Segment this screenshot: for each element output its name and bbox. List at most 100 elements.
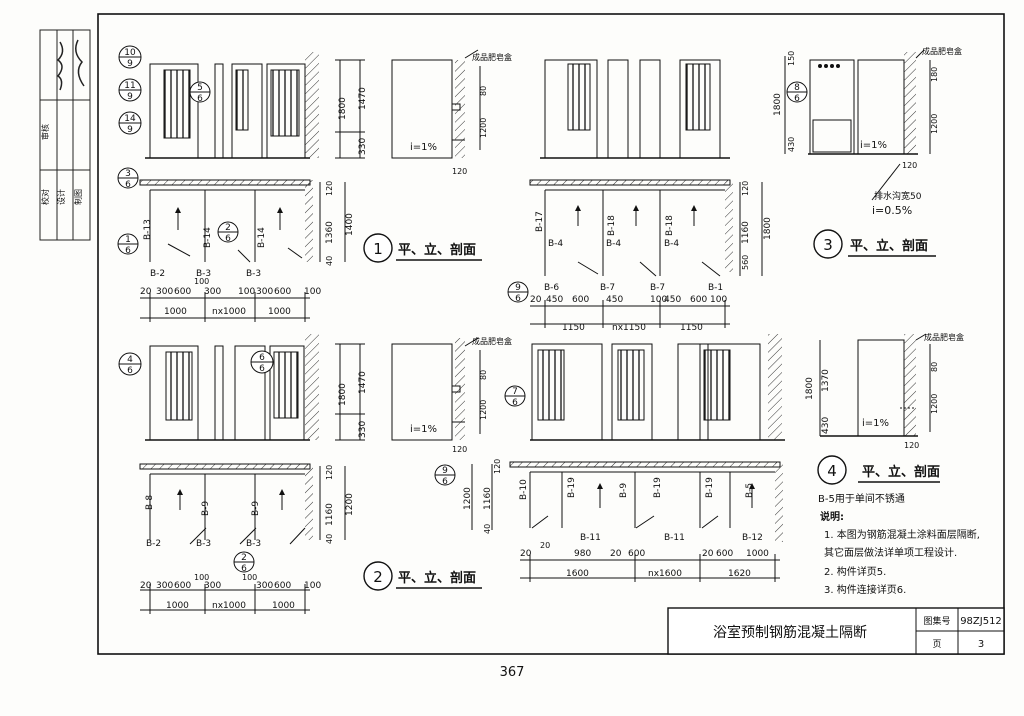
svg-text:6: 6 (442, 477, 448, 487)
part-label: B-14 (257, 227, 267, 248)
svg-text:1800: 1800 (805, 377, 815, 400)
callout-4-6: 4 6 (118, 352, 142, 376)
soap-box-label-2: 成品肥皂盒 (472, 336, 512, 346)
svg-text:1800: 1800 (338, 97, 348, 120)
svg-text:nx1600: nx1600 (648, 569, 682, 579)
atlas-number: 98ZJ512 (960, 616, 1002, 627)
svg-text:180: 180 (930, 67, 939, 82)
svg-text:4: 4 (827, 462, 837, 480)
svg-text:40: 40 (325, 534, 334, 544)
callout-9-6: 9 6 (507, 281, 529, 304)
svg-text:11: 11 (124, 81, 135, 91)
notes-ref: B-5用于单间不锈通 (818, 492, 905, 505)
svg-text:8: 8 (794, 83, 800, 93)
svg-text:1620: 1620 (728, 569, 751, 579)
svg-text:2: 2 (373, 568, 383, 586)
svg-text:330: 330 (358, 138, 368, 155)
svg-text:3: 3 (125, 169, 131, 179)
floor-slope-3: i=1% (860, 140, 887, 151)
notes-heading: 说明: (820, 510, 844, 523)
part-label: B-10 (519, 479, 529, 500)
svg-text:9: 9 (515, 283, 521, 293)
svg-text:9: 9 (127, 125, 133, 135)
part-label: B-18 (607, 215, 617, 236)
svg-text:120: 120 (452, 445, 467, 454)
svg-text:排水沟宽50: 排水沟宽50 (874, 190, 922, 202)
svg-text:1370: 1370 (821, 369, 831, 392)
part-label: B-11 (580, 533, 601, 543)
svg-text:40: 40 (483, 524, 492, 534)
page-number-box: 3 (978, 639, 984, 650)
elevation-3 (540, 59, 730, 159)
svg-text:20: 20 (140, 287, 152, 297)
svg-text:20: 20 (530, 295, 542, 305)
svg-text:100: 100 (304, 287, 321, 297)
svg-text:120: 120 (493, 459, 502, 474)
svg-text:1800: 1800 (338, 383, 348, 406)
svg-text:600: 600 (628, 549, 645, 559)
svg-text:300: 300 (156, 287, 173, 297)
svg-text:1200: 1200 (345, 493, 355, 516)
svg-text:1360: 1360 (325, 221, 335, 244)
elevation-1 (145, 52, 319, 159)
part-label: B-8 (145, 495, 155, 510)
elevation-2 (145, 334, 319, 441)
drain-note: 排水沟宽50 i=0.5% (871, 163, 922, 217)
svg-text:600: 600 (716, 549, 733, 559)
svg-text:150: 150 (787, 51, 796, 66)
svg-text:1470: 1470 (358, 371, 368, 394)
svg-text:1470: 1470 (358, 87, 368, 110)
dims-section-1: 80 1200 120 (452, 66, 488, 176)
callout-10-9: 10 9 (118, 45, 142, 69)
svg-text:6: 6 (259, 353, 265, 363)
svg-text:600: 600 (572, 295, 589, 305)
callout-2-6: 2 6 (217, 221, 239, 244)
callout-2-6: 2 6 (233, 551, 255, 574)
note-line-4: 3. 构件连接详页6. (824, 583, 906, 596)
dims-elev-3: 1800 150 430 180 1200 120 (773, 51, 939, 170)
atlas-label: 图集号 (923, 615, 950, 627)
plan-4 (509, 461, 783, 542)
svg-text:100: 100 (242, 573, 257, 582)
part-label: B-3 (196, 269, 211, 279)
svg-text:6: 6 (225, 234, 231, 244)
svg-text:300: 300 (256, 581, 273, 591)
svg-text:300: 300 (256, 287, 273, 297)
callout-8-6: 8 6 (786, 81, 808, 104)
svg-text:平、立、剖面: 平、立、剖面 (862, 464, 940, 480)
svg-text:1150: 1150 (562, 323, 585, 333)
section-1 (391, 49, 479, 159)
svg-text:100: 100 (650, 295, 667, 305)
svg-text:6: 6 (125, 246, 131, 256)
callout-11-9: 11 9 (118, 78, 142, 102)
svg-text:100: 100 (238, 287, 255, 297)
svg-text:平、立、剖面: 平、立、剖面 (850, 238, 928, 254)
svg-text:330: 330 (358, 421, 368, 438)
dims-plan-2: 120 1160 40 1200 20 300 600 300 300 600 … (140, 465, 355, 614)
svg-text:1: 1 (125, 235, 131, 245)
notes: B-5用于单间不锈通 说明: 1. 本图为钢筋混凝土涂料面层隔断, 其它面层做法… (818, 492, 980, 596)
part-label: B-3 (196, 539, 211, 549)
section-mark-2: 2 平、立、剖面 (363, 561, 482, 591)
part-label: B-17 (535, 211, 545, 232)
section-mark-3: 3 平、立、剖面 (813, 229, 936, 259)
signature-label-2: 校对 (40, 189, 50, 205)
svg-text:1160: 1160 (483, 487, 493, 510)
callout-14-9: 14 9 (118, 111, 142, 135)
svg-text:nx1150: nx1150 (612, 323, 646, 333)
svg-text:9: 9 (442, 466, 448, 476)
svg-text:nx1000: nx1000 (212, 307, 246, 317)
soap-box-label-4: 成品肥皂盒 (924, 332, 964, 342)
svg-text:6: 6 (241, 564, 247, 574)
soap-box-label-1: 成品肥皂盒 (472, 52, 512, 62)
svg-text:1000: 1000 (272, 601, 295, 611)
sheet-border (97, 13, 1005, 655)
svg-text:1800: 1800 (773, 93, 783, 116)
dims-plan-3: 120 1160 560 1800 20 450 600 450 100 450… (530, 181, 773, 333)
part-label: B-19 (567, 477, 577, 498)
svg-text:1800: 1800 (763, 217, 773, 240)
svg-text:80: 80 (930, 362, 939, 372)
svg-text:9: 9 (127, 59, 133, 69)
svg-text:1: 1 (373, 240, 383, 258)
svg-text:6: 6 (515, 294, 521, 304)
